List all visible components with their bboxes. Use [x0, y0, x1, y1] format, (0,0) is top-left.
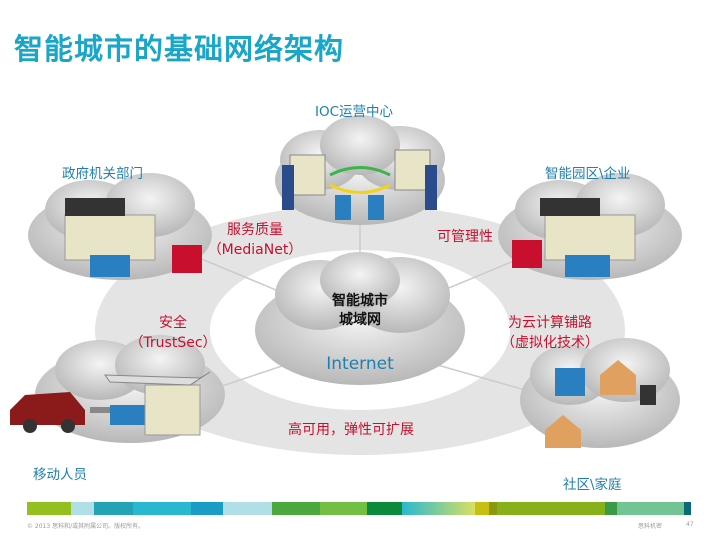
metro-network-label: 智能城市 城域网 — [310, 292, 410, 330]
label-mobile: 移动人员 — [33, 467, 87, 483]
label-gov: 政府机关部门 — [62, 166, 143, 182]
feature-security: 安全 （TrustSec） — [118, 313, 228, 353]
feature-qos: 服务质量 （MediaNet） — [200, 220, 310, 260]
qos-line1: 服务质量 — [227, 222, 283, 238]
feature-manage: 可管理性 — [437, 229, 493, 245]
cloud-center — [255, 252, 465, 385]
center-line2: 城域网 — [339, 312, 381, 328]
home-equipment — [545, 360, 656, 448]
qos-line2: （MediaNet） — [207, 242, 303, 258]
park-equipment — [512, 198, 636, 277]
feature-cloud: 为云计算铺路 （虚拟化技术） — [485, 313, 615, 353]
page-title: 智能城市的基础网络架构 — [14, 32, 345, 66]
gov-equipment — [64, 198, 202, 277]
cloud-line1: 为云计算铺路 — [508, 315, 592, 331]
center-line1: 智能城市 — [332, 293, 388, 309]
ioc-equipment — [282, 149, 437, 220]
label-ioc: IOC运营中心 — [315, 104, 394, 120]
copyright: © 2013 思科和/或其附属公司。版权所有。 — [27, 523, 145, 530]
security-line2: （TrustSec） — [129, 335, 217, 351]
security-line1: 安全 — [159, 315, 187, 331]
page-number: 47 — [686, 521, 694, 528]
confidential: 思科机密 — [638, 523, 663, 530]
feature-ha: 高可用，弹性可扩展 — [288, 422, 414, 438]
cloud-line2: （虚拟化技术） — [501, 335, 599, 351]
mobile-equipment — [10, 371, 211, 436]
label-home: 社区\家庭 — [563, 477, 622, 493]
label-park: 智能园区\企业 — [545, 166, 631, 182]
internet-label: Internet — [326, 354, 394, 374]
